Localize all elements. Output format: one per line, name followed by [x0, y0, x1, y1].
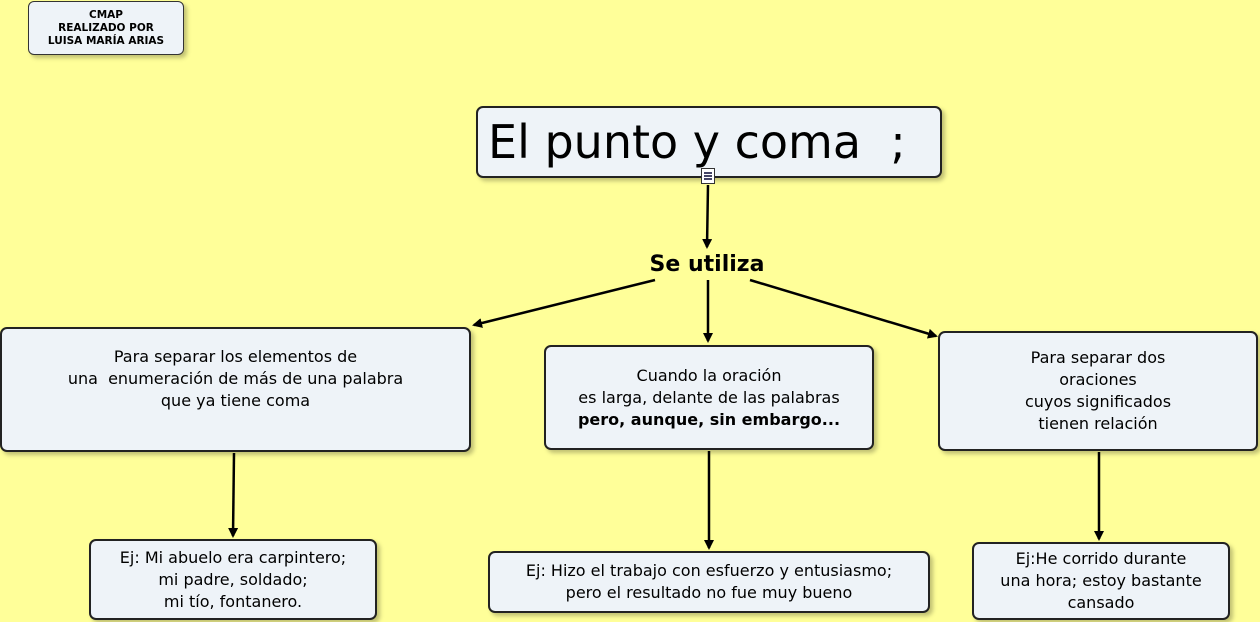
concept-line: Para separar dos	[1030, 348, 1166, 367]
concept-use-related-sentences[interactable]: Para separar dos oraciones cuyos signifi…	[938, 331, 1258, 451]
arrow-phrase-to-right	[749, 278, 938, 339]
concept-use-long-sentence[interactable]: Cuando la oración es larga, delante de l…	[544, 345, 874, 450]
example-line: cansado	[1067, 593, 1135, 612]
concept-line: una enumeración de más de una palabra	[67, 369, 404, 388]
concept-line: Para separar los elementos de	[113, 347, 358, 366]
concept-line: tienen relación	[1038, 414, 1158, 433]
example-line: Ej: Hizo el trabajo con esfuerzo y entus…	[525, 561, 893, 580]
concept-line: cuyos significados	[1024, 392, 1172, 411]
concept-line: Cuando la oración	[636, 365, 782, 385]
credit-line: REALIZADO POR	[58, 21, 154, 34]
concept-line: es larga, delante de las palabras	[578, 387, 840, 407]
example-line: Ej:He corrido durante	[1015, 549, 1187, 568]
main-concept[interactable]: El punto y coma ;	[476, 106, 942, 178]
example-line: mi tío, fontanero.	[163, 591, 303, 611]
document-icon[interactable]	[701, 168, 715, 184]
linking-phrase: Se utiliza	[649, 252, 765, 277]
credit-note: CMAP REALIZADO POR LUISA MARÍA ARIAS	[28, 1, 184, 55]
credit-line: CMAP	[89, 8, 123, 21]
example-long-sentence[interactable]: Ej: Hizo el trabajo con esfuerzo y entus…	[488, 551, 930, 613]
concept-line: oraciones	[1059, 370, 1137, 389]
concept-line: que ya tiene coma	[160, 391, 311, 410]
credit-line: LUISA MARÍA ARIAS	[47, 34, 165, 47]
example-related-sentences[interactable]: Ej:He corrido durante una hora; estoy ba…	[972, 542, 1230, 620]
arrow-title-to-phrase	[702, 184, 713, 249]
arrow-phrase-to-left	[472, 278, 656, 328]
example-line: una hora; estoy bastante	[1000, 571, 1202, 590]
example-enumeration[interactable]: Ej: Mi abuelo era carpintero; mi padre, …	[89, 539, 377, 620]
main-concept-title: El punto y coma ;	[488, 115, 906, 169]
example-line: Ej: Mi abuelo era carpintero;	[119, 547, 347, 567]
arrow-left-to-example	[228, 452, 239, 538]
example-line: pero el resultado no fue muy bueno	[565, 583, 853, 602]
example-line: mi padre, soldado;	[158, 569, 308, 589]
concept-use-enumeration[interactable]: Para separar los elementos de una enumer…	[0, 327, 471, 452]
concept-line-bold: pero, aunque, sin embargo...	[577, 409, 841, 429]
